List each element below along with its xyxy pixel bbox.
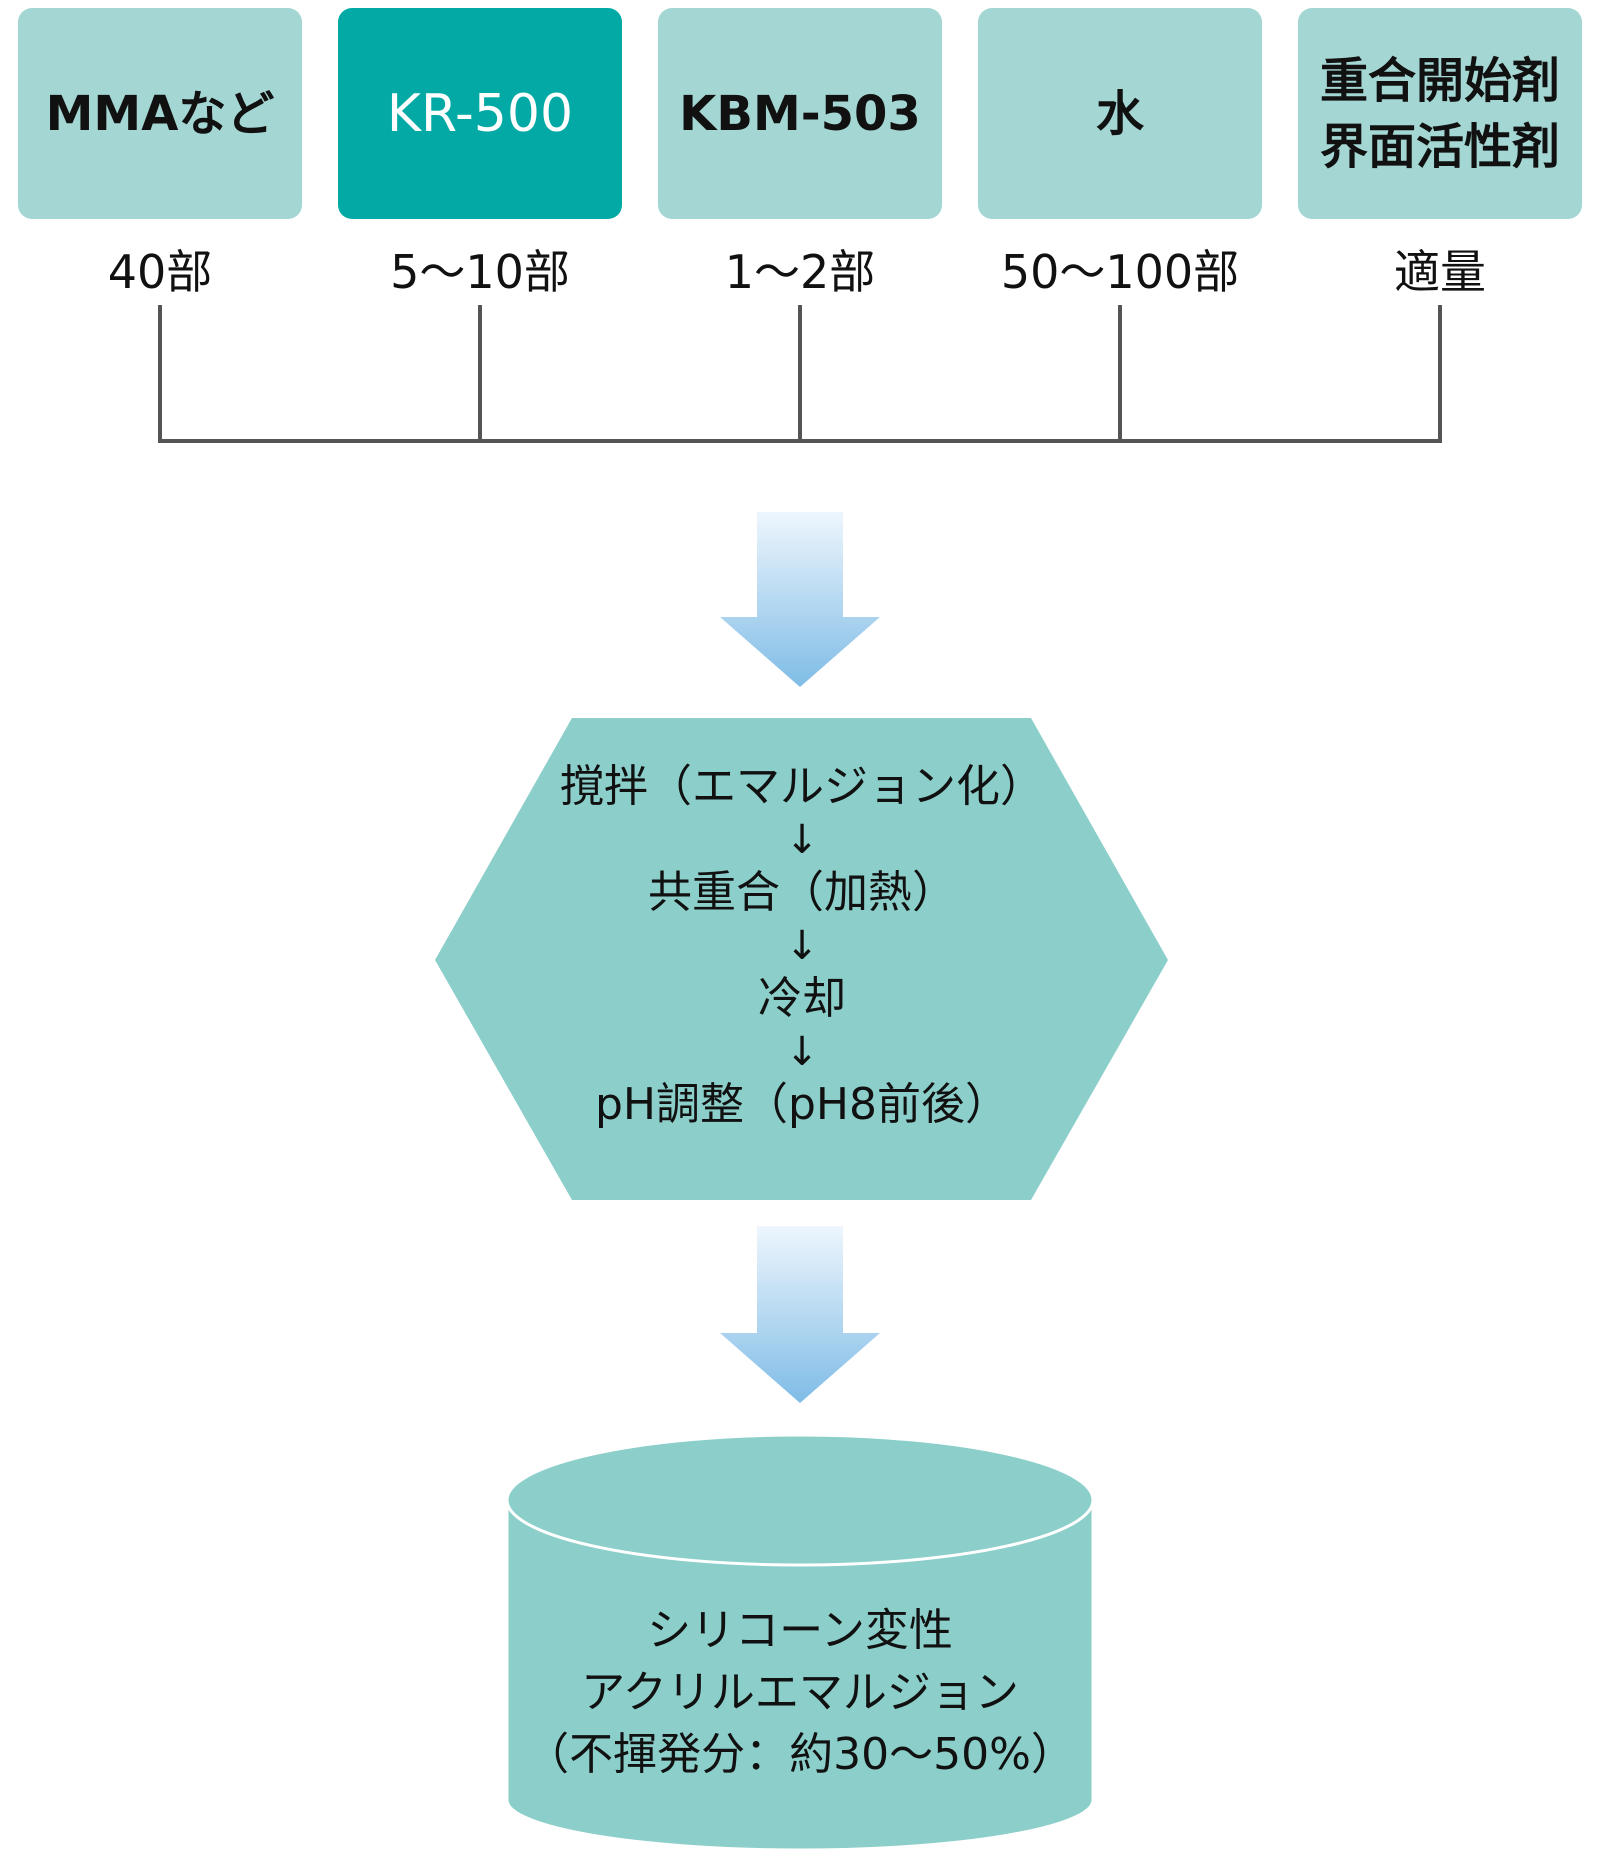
product-cylinder (505, 1433, 1095, 1851)
process-arrow-3: ↓ (785, 1029, 819, 1075)
input-box-initiator-surfactant: 重合開始剤 界面活性剤 (1298, 8, 1582, 219)
input-box-kr500: KR-500 (338, 8, 622, 219)
process-step-cooling: 冷却 (758, 973, 846, 1024)
product-line-2: アクリルエマルジョン (581, 1667, 1019, 1718)
input-box-kbm503: KBM-503 (658, 8, 942, 219)
amount-water: 50～100部 (1000, 245, 1240, 299)
process-arrow-2: ↓ (785, 923, 819, 969)
process-hexagon (435, 718, 1168, 1200)
connector-lines (158, 305, 1442, 443)
process-step-copolymerization: 共重合（加熱） (648, 867, 956, 918)
amount-kr500: 5～10部 (390, 245, 570, 299)
down-arrow-1 (720, 512, 880, 687)
amount-initiator-surfactant: 適量 (1394, 245, 1486, 299)
product-line-1: シリコーン変性 (647, 1605, 953, 1656)
process-step-stirring: 撹拌（エマルジョン化） (560, 761, 1044, 812)
process-arrow-1: ↓ (785, 817, 819, 863)
input-box-water: 水 (978, 8, 1262, 219)
process-step-ph-adjust: pH調整（pH8前後） (594, 1079, 1010, 1130)
product-line-3: （不揮発分：約30～50%） (525, 1729, 1075, 1780)
input-label-water: 水 (1095, 85, 1144, 142)
input-label-kr500: KR-500 (386, 83, 574, 144)
amount-kbm503: 1～2部 (724, 245, 876, 299)
input-box-mma: MMAなど (18, 8, 302, 219)
input-label-initiator-surfactant: 重合開始剤 界面活性剤 (1319, 52, 1560, 175)
process-steps: 撹拌（エマルジョン化） ↓ 共重合（加熱） ↓ 冷却 ↓ pH調整（pH8前後） (435, 760, 1169, 1132)
input-label-kbm503: KBM-503 (679, 85, 921, 142)
amount-mma: 40部 (107, 245, 213, 299)
down-arrow-2 (720, 1226, 880, 1403)
input-label-mma: MMAなど (45, 85, 275, 142)
product-label: シリコーン変性 アクリルエマルジョン （不揮発分：約30～50%） (505, 1600, 1095, 1786)
